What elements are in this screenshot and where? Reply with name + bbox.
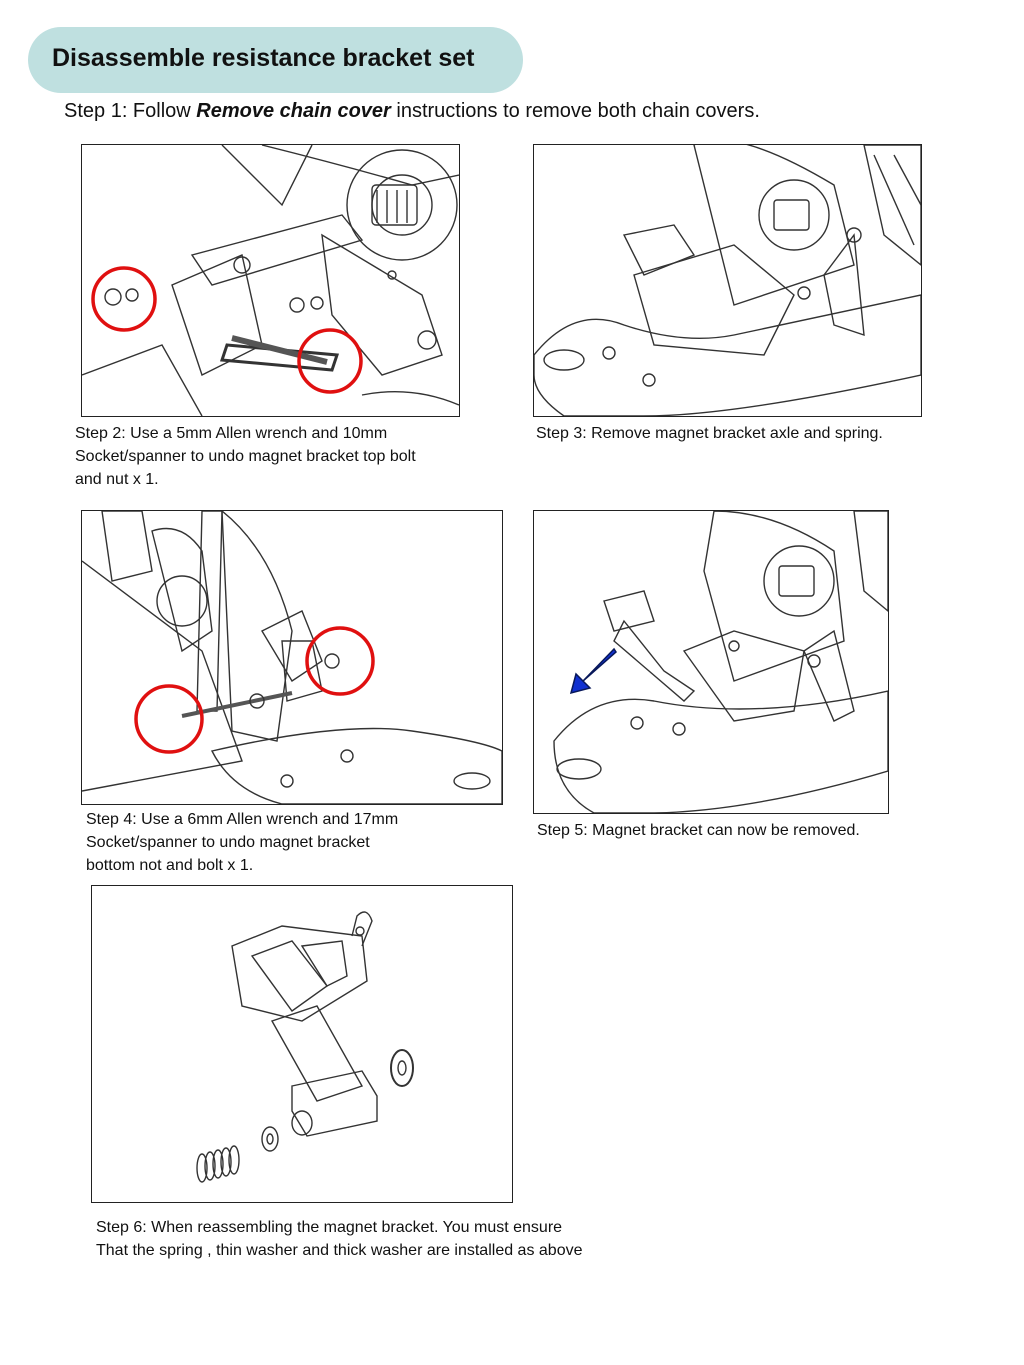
step4-line2: Socket/spanner to undo magnet bracket (86, 834, 370, 851)
step4-caption: Step 4: Use a 6mm Allen wrench and 17mm … (86, 808, 506, 877)
step6-exploded-diagram (91, 885, 513, 1203)
page-title: Disassemble resistance bracket set (52, 44, 475, 72)
step1-suffix: instructions to remove both chain covers… (390, 100, 760, 122)
step2-line2: Socket/spanner to undo magnet bracket to… (75, 448, 416, 465)
step4-line3: bottom not and bolt x 1. (86, 857, 254, 874)
highlight-circle-icon (305, 626, 375, 696)
step4-diagram (81, 510, 503, 805)
highlight-circle-icon (297, 328, 363, 394)
step5-line1: Step 5: Magnet bracket can now be remove… (537, 822, 860, 839)
step4-line1: Step 4: Use a 6mm Allen wrench and 17mm (86, 811, 399, 828)
step3-caption: Step 3: Remove magnet bracket axle and s… (536, 422, 976, 445)
step2-diagram (81, 144, 460, 417)
step5-caption: Step 5: Magnet bracket can now be remove… (537, 819, 977, 842)
step2-caption: Step 2: Use a 5mm Allen wrench and 10mm … (75, 422, 495, 491)
step6-line1: Step 6: When reassembling the magnet bra… (96, 1219, 563, 1236)
step2-line1: Step 2: Use a 5mm Allen wrench and 10mm (75, 425, 388, 442)
step1-instruction: Step 1: Follow Remove chain cover instru… (64, 100, 760, 123)
step2-line3: and nut x 1. (75, 471, 159, 488)
step6-line2: That the spring , thin washer and thick … (96, 1242, 583, 1259)
highlight-circle-icon (134, 684, 204, 754)
title-banner (28, 27, 523, 93)
step1-prefix: Step 1: Follow (64, 100, 197, 122)
direction-arrow-icon (569, 647, 617, 695)
step3-line1: Step 3: Remove magnet bracket axle and s… (536, 425, 883, 442)
step3-diagram (533, 144, 922, 417)
step6-caption: Step 6: When reassembling the magnet bra… (96, 1216, 716, 1262)
step1-link-text: Remove chain cover (196, 100, 391, 122)
step5-diagram (533, 510, 889, 814)
highlight-circle-icon (91, 266, 157, 332)
